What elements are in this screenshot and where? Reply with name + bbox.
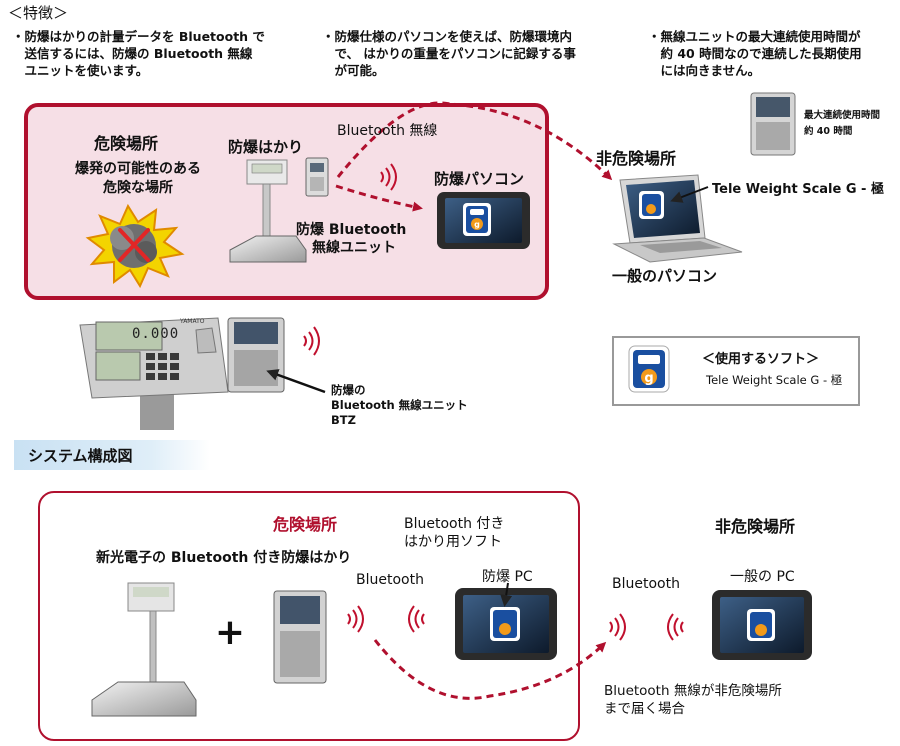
laptop-icon [612,174,743,263]
feature-2-line-3: が可能。 [322,63,385,78]
features-title: ＜特徴＞ [8,4,69,22]
hazard-desc-line-2: 危険な場所 [103,180,173,196]
feature-3-line-2: 約 40 時間なので連続した長期使用 [648,46,862,61]
hazard-desc: 爆発の可能性のある 危険な場所 [58,160,218,198]
soft-label-line-1: Bluetooth 付き [404,516,505,532]
bluetooth-label-1: Bluetooth [356,572,424,588]
feature-1-line-2: 送信するには、防爆の Bluetooth 無線 [12,46,253,61]
pc-label-top: 防爆パソコン [434,170,525,188]
feature-2-line-1: ・防爆仕様のパソコンを使えば、防爆環境内 [322,29,573,44]
signal-waves-bottom [347,605,684,641]
scale-icon-top [229,159,307,263]
reach-note: Bluetooth 無線が非危険場所 まで届く場合 [604,682,782,718]
rugged-tablet-icon-bottom [455,588,557,660]
signal-waves-top [380,163,397,191]
hazard-title-bottom: 危険場所 [273,515,338,534]
general-pc-icon-bottom [712,590,812,660]
safe-title-top: 非危険場所 [596,149,677,168]
wireless-reach-arrow [373,639,607,700]
scale-icon-bottom [91,582,197,717]
hazard-desc-line-1: 爆発の可能性のある [75,161,201,177]
plus-sign: + [215,612,245,653]
feature-3-line-3: には向きません。 [648,63,761,78]
feature-1-line-3: ユニットを使います。 [12,63,149,78]
soft-label-line-2: はかり用ソフト [404,534,502,550]
reach-note-line-1: Bluetooth 無線が非危険場所 [604,683,782,699]
indicator-device-photo [79,317,285,430]
feature-2: ・防爆仕様のパソコンを使えば、防爆環境内 で、 はかりの重量をパソコンに記録する… [322,28,576,79]
battery-note-line-1: 最大連続使用時間 [804,110,881,121]
laptop-label: 一般のパソコン [612,267,718,285]
device-display-value: 0.000 [132,326,180,342]
system-scale-label: 新光電子の Bluetooth 付き防爆はかり [96,550,352,566]
general-pc-label: 一般の PC [730,569,795,585]
device-callout-arrow [266,369,326,394]
unit-label-line-1: 防爆 Bluetooth [296,222,407,238]
wireless-label: Bluetooth 無線 [337,123,438,139]
software-pointer-arrow [670,186,709,203]
wireless-arrow-to-laptop [336,101,613,181]
feature-2-line-2: で、 はかりの重量をパソコンに記録する事 [322,46,576,61]
feature-3: ・無線ユニットの最大連続使用時間が 約 40 時間なので連続した長期使用 には向… [648,28,862,79]
bluetooth-unit-icon-top [305,157,329,197]
feature-3-line-1: ・無線ユニットの最大連続使用時間が [648,29,861,44]
feature-1: ・防爆はかりの計量データを Bluetooth で 送信するには、防爆の Blu… [12,28,265,79]
battery-note-line-2: 約 40 時間 [804,126,853,137]
soft-pointer-arrow [500,582,513,607]
device-callout: 防爆の Bluetooth 無線ユニット BTZ [331,383,468,428]
software-name: Tele Weight Scale G - 極 [706,373,843,387]
soft-label: Bluetooth 付き はかり用ソフト [404,515,504,551]
scale-label: 防爆はかり [228,138,304,156]
bluetooth-unit-icon-bottom [273,590,327,684]
signal-waves-device [303,326,320,356]
battery-unit-icon [750,92,796,156]
device-brand: YAMATO [180,318,205,325]
software-app-icon: g [628,345,670,393]
unit-label: 防爆 Bluetooth 無線ユニット [296,221,406,257]
battery-note: 最大連続使用時間 約 40 時間 [804,108,880,140]
device-callout-line-3: BTZ [331,413,356,427]
system-section-header: システム構成図 [14,440,210,470]
system-title: システム構成図 [28,447,133,465]
device-callout-line-2: Bluetooth 無線ユニット [331,398,468,412]
svg-text:g: g [474,220,480,229]
reach-note-line-2: まで届く場合 [604,701,685,717]
rugged-tablet-icon-top: g [437,192,530,249]
software-pointer-label: Tele Weight Scale G - 極 [712,182,884,197]
wireless-arrow-to-tablet [335,184,423,212]
hazard-title-top: 危険場所 [94,134,159,153]
feature-1-line-1: ・防爆はかりの計量データを Bluetooth で [12,29,265,44]
software-app-icon-letter: g [644,371,653,386]
software-heading: ＜使用するソフト＞ [702,352,820,367]
pc-label-bottom: 防爆 PC [482,569,533,585]
unit-label-line-2: 無線ユニット [312,240,396,256]
device-callout-line-1: 防爆の [331,383,366,397]
bluetooth-label-2: Bluetooth [612,576,680,592]
explosion-icon [85,203,185,289]
safe-title-bottom: 非危険場所 [715,517,796,536]
